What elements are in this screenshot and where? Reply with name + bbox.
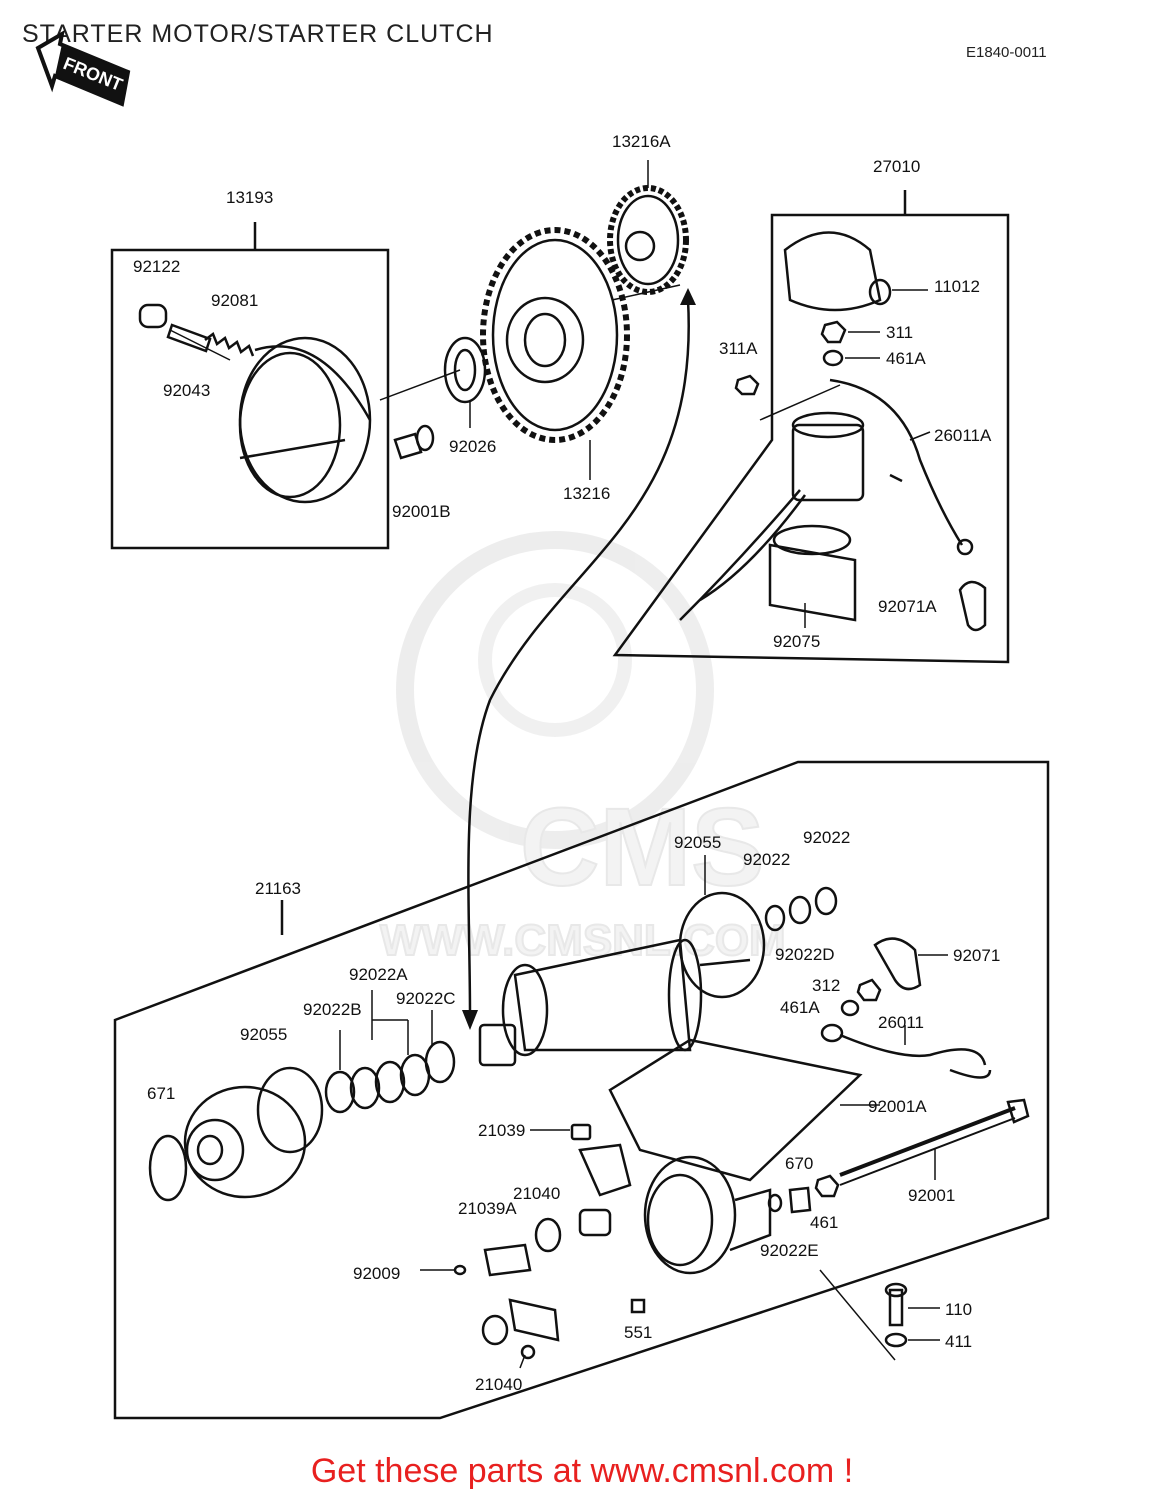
part-label[interactable]: 551: [624, 1323, 652, 1342]
part-label[interactable]: 27010: [873, 157, 920, 176]
starter-motor-group: [113, 760, 1050, 1420]
part-label[interactable]: 92043: [163, 381, 210, 400]
part-label[interactable]: 312: [812, 976, 840, 995]
part-label[interactable]: 92022: [743, 850, 790, 869]
part-label[interactable]: 670: [785, 1154, 813, 1173]
part-label[interactable]: 311A: [719, 339, 758, 358]
part-label[interactable]: 92022D: [775, 945, 835, 964]
part-label[interactable]: 13193: [226, 188, 273, 207]
diagram-title: STARTER MOTOR/STARTER CLUTCH: [22, 20, 494, 48]
arrowhead-icon: [680, 288, 696, 305]
part-label[interactable]: 92071: [953, 946, 1000, 965]
part-label[interactable]: 110: [945, 1300, 972, 1319]
part-label[interactable]: 461: [810, 1213, 838, 1232]
part-number-labels: 13193 92122 92081 92043 92026 92001B 132…: [133, 132, 1000, 1394]
part-label[interactable]: 21039A: [458, 1199, 517, 1218]
part-label[interactable]: 92001: [908, 1186, 955, 1205]
part-label[interactable]: 461A: [780, 998, 820, 1017]
watermark: CMS WWW.CMSNL.COM: [379, 531, 787, 966]
part-label[interactable]: 21163: [255, 879, 301, 898]
watermark-brand: CMS: [520, 786, 764, 909]
washer-92026: [443, 336, 487, 428]
assembly-arrow: [467, 299, 690, 1016]
part-label[interactable]: 92055: [240, 1025, 287, 1044]
part-label[interactable]: 92022C: [396, 989, 456, 1008]
arrowhead-icon: [462, 1010, 478, 1030]
part-label[interactable]: 92071A: [878, 597, 937, 616]
diagram-code: E1840-0011: [966, 44, 1047, 61]
part-label[interactable]: 92001A: [868, 1097, 927, 1116]
part-label[interactable]: 21040: [513, 1184, 560, 1203]
part-label[interactable]: 26011A: [934, 426, 992, 445]
part-label[interactable]: 92022B: [303, 1000, 362, 1019]
front-arrow-icon: FRONT: [35, 30, 131, 107]
part-label[interactable]: 311: [886, 323, 913, 342]
part-label[interactable]: 21039: [478, 1121, 525, 1140]
starter-clutch-group: [110, 222, 461, 550]
part-label[interactable]: 411: [945, 1332, 972, 1351]
part-label[interactable]: 92081: [211, 291, 258, 310]
part-label[interactable]: 671: [147, 1084, 175, 1103]
part-label[interactable]: 92075: [773, 632, 820, 651]
part-label[interactable]: 461A: [886, 349, 926, 368]
part-label[interactable]: 92022: [803, 828, 850, 847]
part-label[interactable]: 21040: [475, 1375, 522, 1394]
watermark-url: WWW.CMSNL.COM: [380, 916, 786, 965]
part-label[interactable]: 92122: [133, 257, 180, 276]
part-label[interactable]: 92022E: [760, 1241, 819, 1260]
part-label[interactable]: 11012: [934, 277, 980, 296]
starter-clutch-gear: [480, 227, 630, 480]
part-label[interactable]: 92022A: [349, 965, 408, 984]
part-label[interactable]: 26011: [878, 1013, 924, 1032]
starter-relay-group: [612, 190, 1010, 664]
part-label[interactable]: 92009: [353, 1264, 400, 1283]
part-label[interactable]: 92026: [449, 437, 496, 456]
part-label[interactable]: 92001B: [392, 502, 451, 521]
part-label[interactable]: 13216: [563, 484, 610, 503]
idle-gear: [607, 160, 689, 301]
part-label[interactable]: 13216A: [612, 132, 671, 151]
part-label[interactable]: 92055: [674, 833, 721, 852]
footer-link-text[interactable]: Get these parts at www.cmsnl.com !: [310, 1452, 854, 1490]
